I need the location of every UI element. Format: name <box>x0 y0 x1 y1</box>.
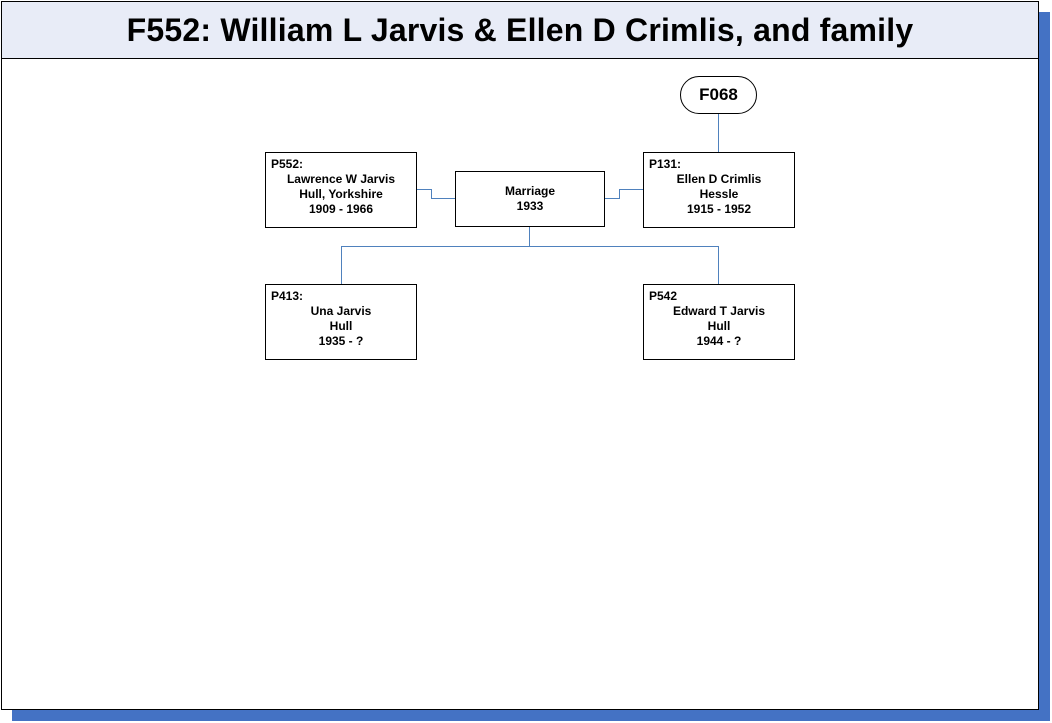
person-place: Hull <box>707 319 731 333</box>
family-tree-page: F552: William L Jarvis & Ellen D Crimlis… <box>1 1 1039 710</box>
person-place: Hull <box>329 319 353 333</box>
person-box-wife[interactable]: P131: Ellen D Crimlis Hessle 1915 - 1952 <box>643 152 795 228</box>
person-code: P413: <box>271 289 304 303</box>
connector-husband-to-marriage <box>417 189 455 199</box>
parent-family-node[interactable]: F068 <box>680 76 757 114</box>
marriage-box[interactable]: Marriage 1933 <box>455 171 605 227</box>
person-name: Una Jarvis <box>310 304 372 318</box>
person-code: P542 <box>649 289 678 303</box>
marriage-year: 1933 <box>516 199 544 213</box>
person-name: Edward T Jarvis <box>672 304 766 318</box>
person-dates: 1909 - 1966 <box>308 202 374 216</box>
page-title: F552: William L Jarvis & Ellen D Crimlis… <box>126 11 914 48</box>
person-box-child-2[interactable]: P542 Edward T Jarvis Hull 1944 - ? <box>643 284 795 360</box>
person-name: Lawrence W Jarvis <box>286 172 396 186</box>
header-bar: F552: William L Jarvis & Ellen D Crimlis… <box>2 2 1038 59</box>
person-dates: 1935 - ? <box>318 334 364 348</box>
person-place: Hull, Yorkshire <box>299 187 383 201</box>
person-dates: 1915 - 1952 <box>686 202 752 216</box>
person-box-husband[interactable]: P552: Lawrence W Jarvis Hull, Yorkshire … <box>265 152 417 228</box>
parent-family-label: F068 <box>699 85 738 104</box>
marriage-label: Marriage <box>504 184 556 198</box>
person-place: Hessle <box>699 187 739 201</box>
person-name: Ellen D Crimlis <box>676 172 762 186</box>
person-code: P552: <box>271 157 304 171</box>
person-dates: 1944 - ? <box>696 334 742 348</box>
connector-wife-to-marriage <box>605 189 643 199</box>
person-box-child-1[interactable]: P413: Una Jarvis Hull 1935 - ? <box>265 284 417 360</box>
connector-marriage-to-children <box>341 227 719 284</box>
person-code: P131: <box>649 157 682 171</box>
